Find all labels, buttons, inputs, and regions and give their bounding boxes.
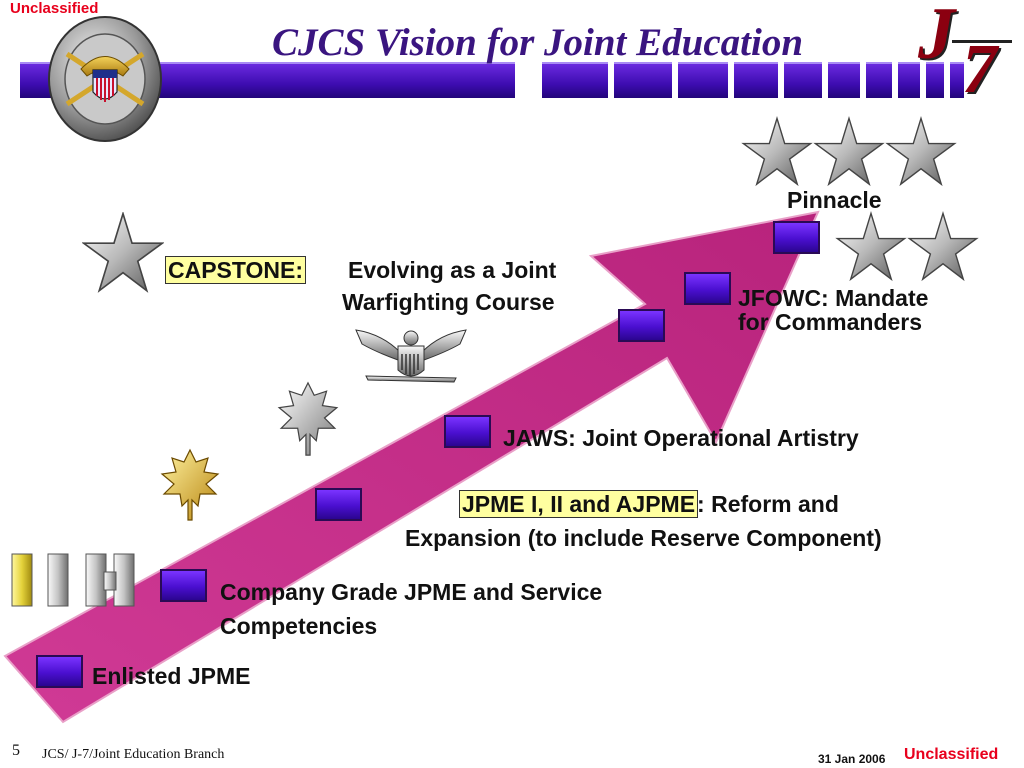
header-bar-block: [828, 62, 860, 98]
header-bar-block: [678, 62, 728, 98]
capstone-line1: Evolving as a Joint: [348, 257, 557, 283]
jfowc-line2: for Commanders: [738, 309, 923, 335]
jpme-highlight: JPME I, II and AJPME: [458, 490, 699, 518]
step-square-jfowc: [684, 272, 731, 305]
j7-logo: J 7: [918, 0, 1018, 108]
step-square-jaws: [444, 415, 491, 448]
header-bar-block: [784, 62, 822, 98]
logo-j: J: [918, 0, 955, 75]
page-number: 5: [12, 742, 20, 759]
silver-oak-leaf-icon: [277, 381, 339, 456]
company-line2: Competencies: [220, 613, 378, 639]
logo-rule: [952, 40, 1012, 43]
header-bar-block: [542, 62, 608, 98]
footer-date: 31 Jan 2006: [818, 752, 886, 766]
company-line1: Company Grade JPME and Service: [220, 579, 603, 605]
colonel-eagle-icon: [355, 329, 467, 383]
gold-oak-leaf-icon: [160, 448, 220, 521]
capstone-label: CAPSTONE:: [164, 254, 307, 286]
header-bar-block: [866, 62, 892, 98]
step-square-jpme: [315, 488, 362, 521]
header-bar-block: [950, 62, 964, 98]
jpme-line2: Expansion (to include Reserve Component): [405, 525, 882, 551]
three-stars-icon: [741, 116, 957, 187]
lieutenant-captain-bars-icon: [11, 553, 135, 607]
enlisted-label: Enlisted JPME: [92, 663, 251, 689]
classification-top: Unclassified: [10, 0, 99, 17]
jfowc-line1: JFOWC: Mandate: [738, 285, 929, 311]
header-bar-block: [898, 62, 920, 98]
two-stars-icon: [835, 211, 979, 282]
step-square-capstone: [618, 309, 665, 342]
footer-branch: JCS/ J-7/Joint Education Branch: [42, 747, 225, 762]
header-bar-block: [926, 62, 944, 98]
logo-7: 7: [962, 31, 997, 108]
step-square-enlisted: [36, 655, 83, 688]
capstone-line2: Warfighting Course: [342, 289, 555, 315]
jcs-seal-icon: [48, 16, 162, 142]
header-bar-block: [614, 62, 672, 98]
jpme-line1-rest: : Reform and: [697, 491, 839, 517]
pinnacle-label: Pinnacle: [787, 187, 882, 213]
jaws-label: JAWS: Joint Operational Artistry: [503, 425, 859, 451]
one-star-icon: [82, 212, 164, 293]
step-square-pinnacle: [773, 221, 820, 254]
header-bar-block: [734, 62, 778, 98]
slide-title: CJCS Vision for Joint Education: [272, 21, 804, 64]
classification-bottom: Unclassified: [904, 746, 999, 763]
capstone-highlight: CAPSTONE:: [164, 256, 307, 284]
jpme-line1: JPME I, II and AJPME: Reform and: [458, 488, 839, 520]
step-square-company: [160, 569, 207, 602]
